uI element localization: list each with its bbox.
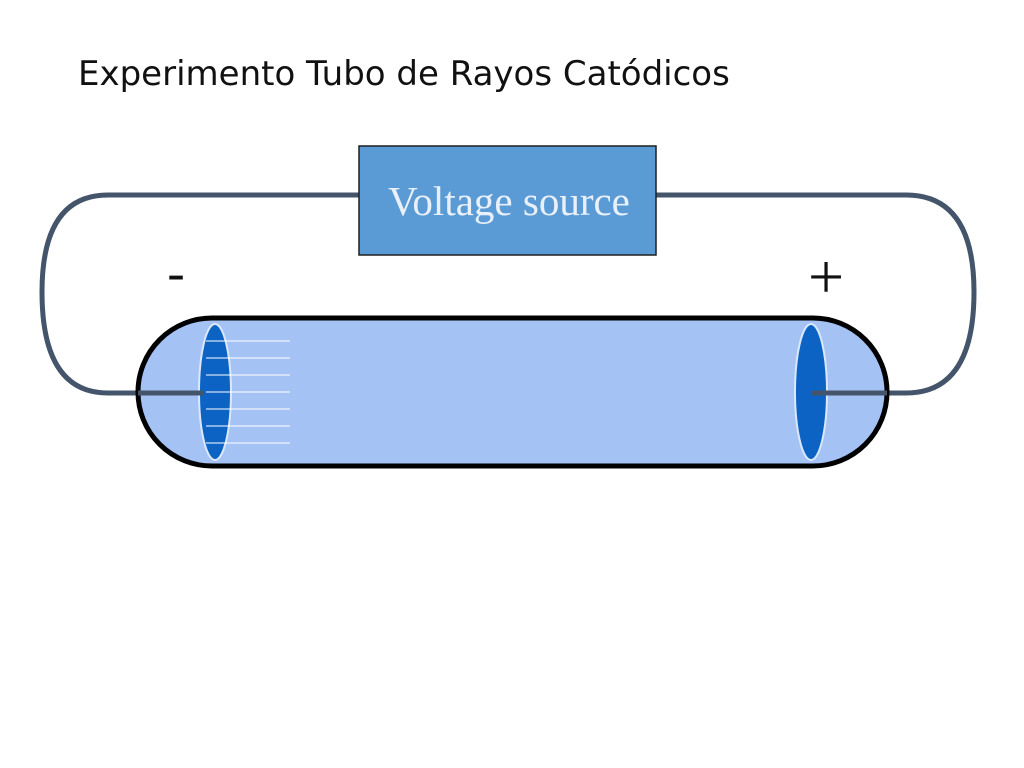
circuit-wire-right: [653, 192, 977, 396]
voltage-source-label: Voltage source: [388, 178, 630, 224]
voltage-source-box: [358, 145, 657, 256]
circuit-wire: [39, 192, 363, 396]
negative-terminal-label: -: [167, 245, 184, 302]
positive-terminal-label: +: [808, 241, 844, 312]
cathode-rays: [206, 340, 290, 444]
slide-title: Experimento Tubo de Rayos Catódicos: [78, 54, 730, 94]
